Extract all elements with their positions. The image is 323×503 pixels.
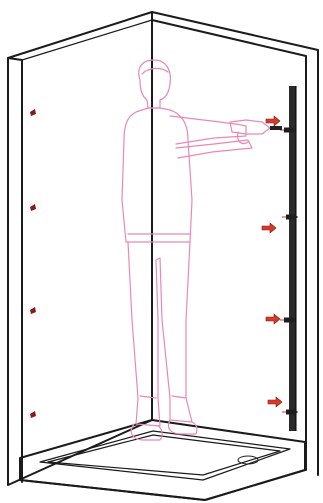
red-arrow-icon xyxy=(266,116,280,126)
person-figure xyxy=(122,60,282,440)
left-wall-holes xyxy=(30,109,36,418)
drill-hole-icon xyxy=(30,307,36,314)
drain-icon xyxy=(238,456,258,464)
drill-hole-icon xyxy=(30,109,36,116)
red-arrow-icon xyxy=(262,223,276,233)
wall-profile xyxy=(289,86,296,431)
drill-hole-icon xyxy=(30,411,36,418)
left-wall-panel xyxy=(8,12,152,485)
red-arrow-icon xyxy=(266,314,280,324)
red-arrow-icon xyxy=(268,397,282,407)
drill-hole-icon xyxy=(30,204,36,211)
